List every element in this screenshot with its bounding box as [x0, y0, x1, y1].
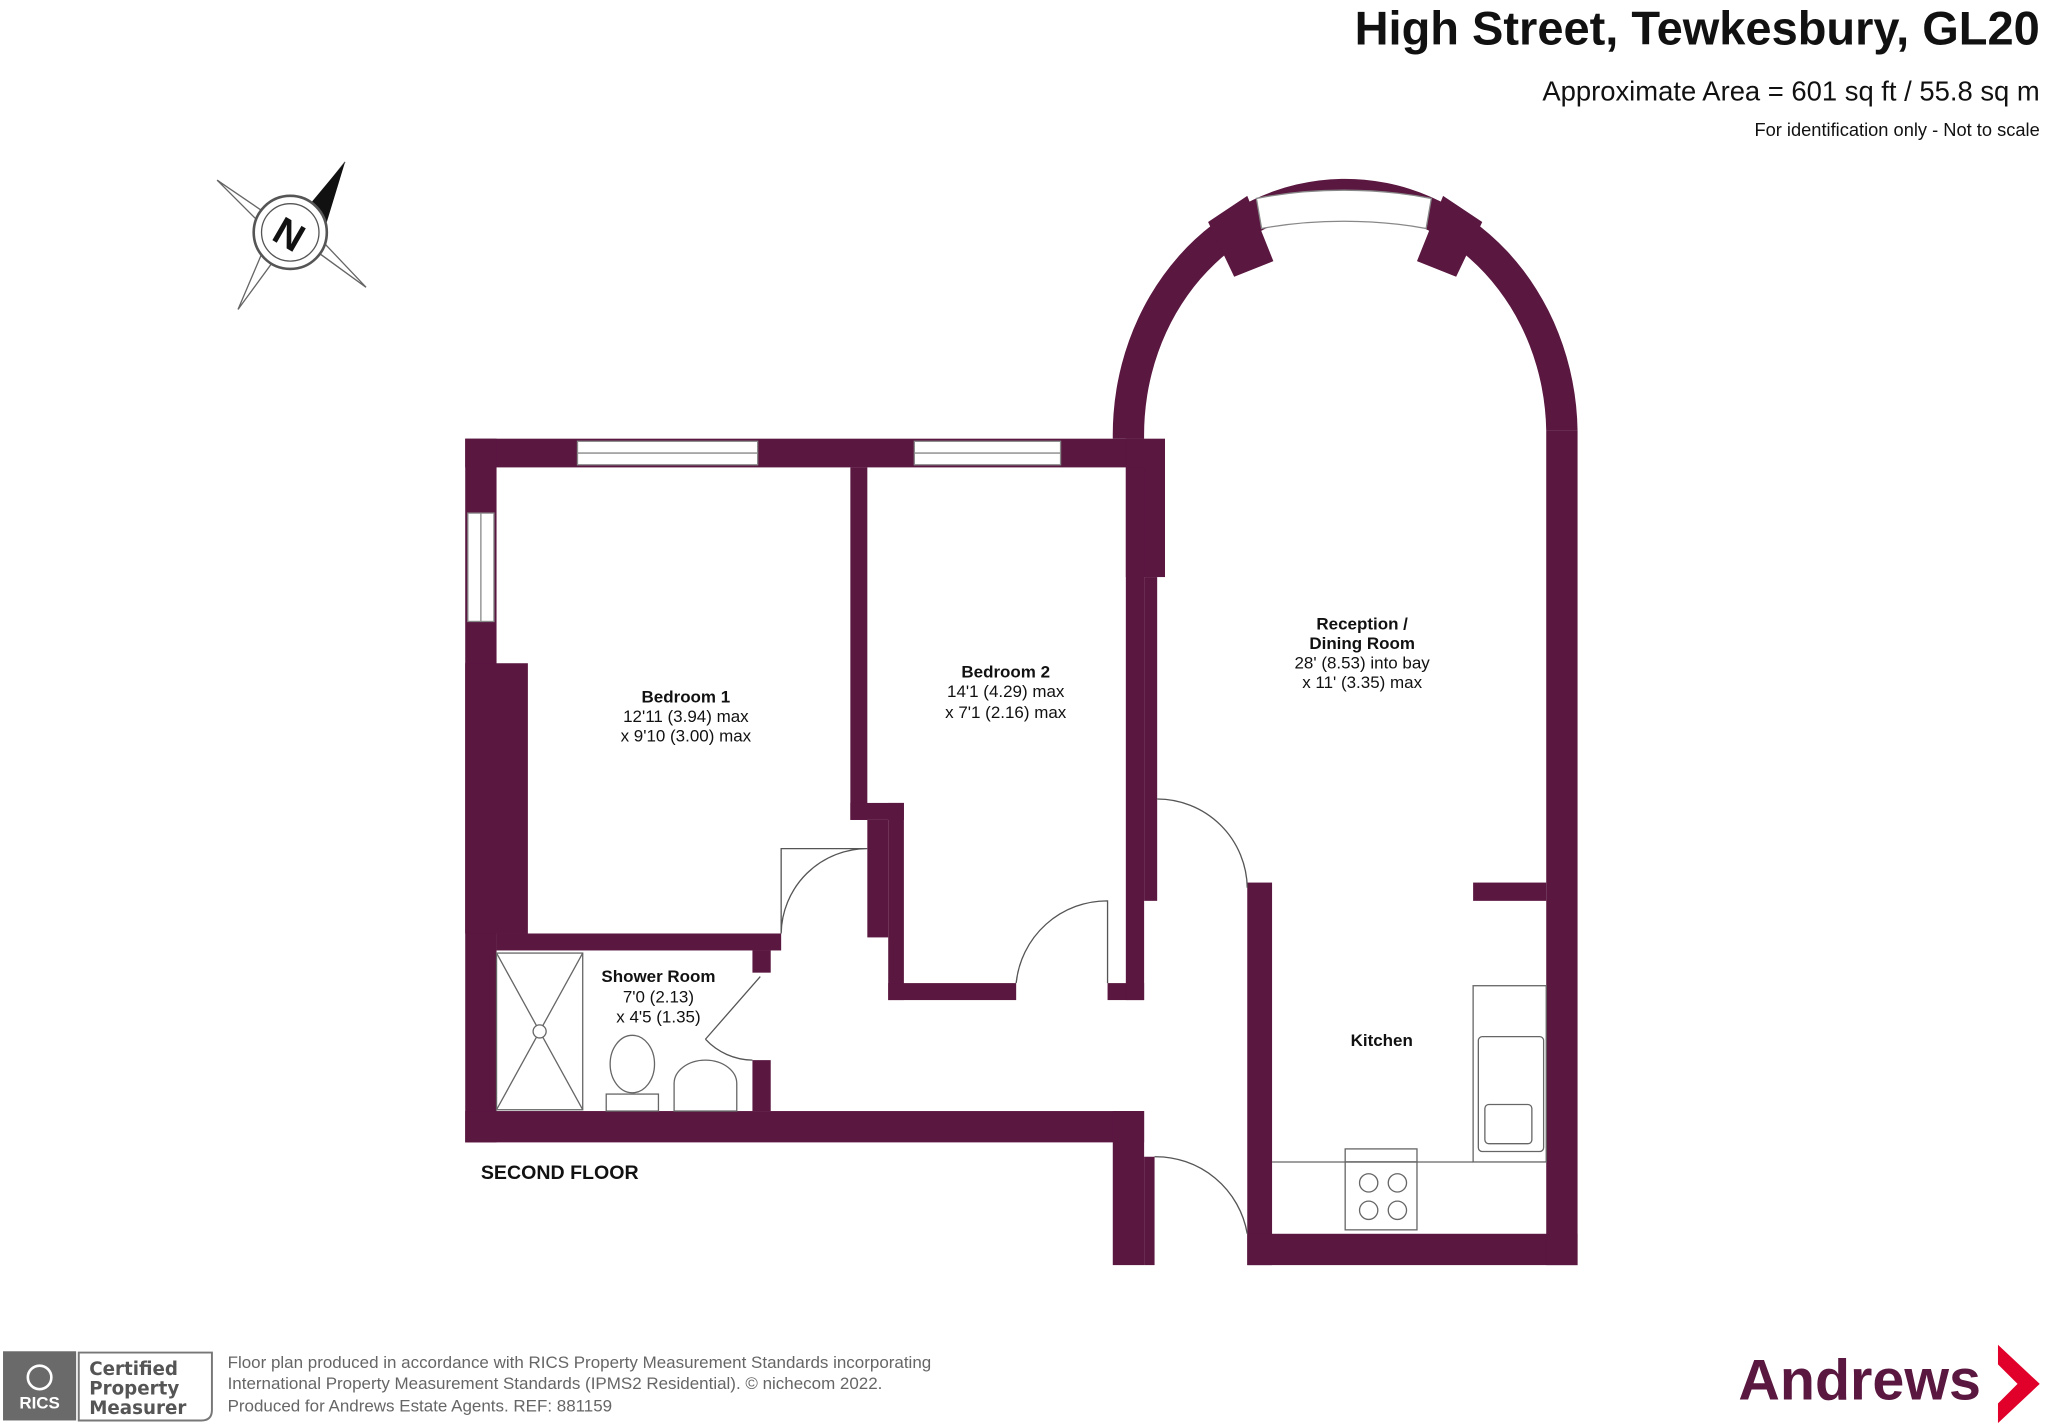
reception-name1: Reception /: [1316, 614, 1408, 633]
footer-line1: Floor plan produced in accordance with R…: [228, 1353, 932, 1372]
bedroom2-name: Bedroom 2: [961, 663, 1050, 682]
property-title: High Street, Tewkesbury, GL20: [1355, 1, 2040, 54]
fixtures: [495, 952, 1547, 1231]
shower-dim2: x 4'5 (1.35): [616, 1007, 700, 1026]
floor-label: SECOND FLOOR: [481, 1162, 639, 1184]
brand-name: Andrews: [1738, 1349, 1981, 1413]
reception-dim2: x 11' (3.35) max: [1302, 673, 1422, 692]
basin-icon: [673, 1059, 738, 1112]
area-text: Approximate Area = 601 sq ft / 55.8 sq m: [1542, 76, 2039, 107]
kitchen-name: Kitchen: [1351, 1031, 1413, 1050]
compass-icon: N: [216, 161, 367, 310]
badge-line1: Certified: [89, 1359, 178, 1380]
footer-line3: Produced for Andrews Estate Agents. REF:…: [228, 1396, 613, 1415]
badge-line2: Property: [89, 1378, 179, 1399]
bedroom1-name: Bedroom 1: [642, 687, 731, 706]
andrews-logo: Andrews: [1738, 1344, 2040, 1424]
hob-icon: [1344, 1161, 1418, 1231]
windows: [467, 189, 1433, 623]
chevron-right-icon: [1997, 1344, 2040, 1424]
bedroom1-dim2: x 9'10 (3.00) max: [621, 727, 752, 746]
reception-dim1: 28' (8.53) into bay: [1294, 653, 1430, 672]
disclaimer-text: For identification only - Not to scale: [1754, 119, 2039, 140]
reception-name2: Dining Room: [1309, 634, 1415, 653]
badge-line3: Measurer: [89, 1398, 186, 1419]
footer-line2: International Property Measurement Stand…: [228, 1374, 883, 1393]
shower-name: Shower Room: [601, 967, 715, 986]
bedroom2-dim1: 14'1 (4.29) max: [947, 682, 1065, 701]
bedroom1-dim1: 12'11 (3.94) max: [623, 707, 749, 726]
toilet-icon: [609, 1034, 656, 1094]
bedroom2-dim2: x 7'1 (2.16) max: [945, 703, 1067, 722]
room-labels: Bedroom 1 12'11 (3.94) max x 9'10 (3.00)…: [601, 614, 1430, 1049]
doors: [704, 798, 1248, 1234]
rics-badge: RICS Certified Property Measurer: [3, 1351, 213, 1422]
rics-logo: RICS: [19, 1394, 60, 1413]
footer-text: Floor plan produced in accordance with R…: [228, 1353, 932, 1415]
shower-dim1: 7'0 (2.13): [623, 988, 694, 1007]
